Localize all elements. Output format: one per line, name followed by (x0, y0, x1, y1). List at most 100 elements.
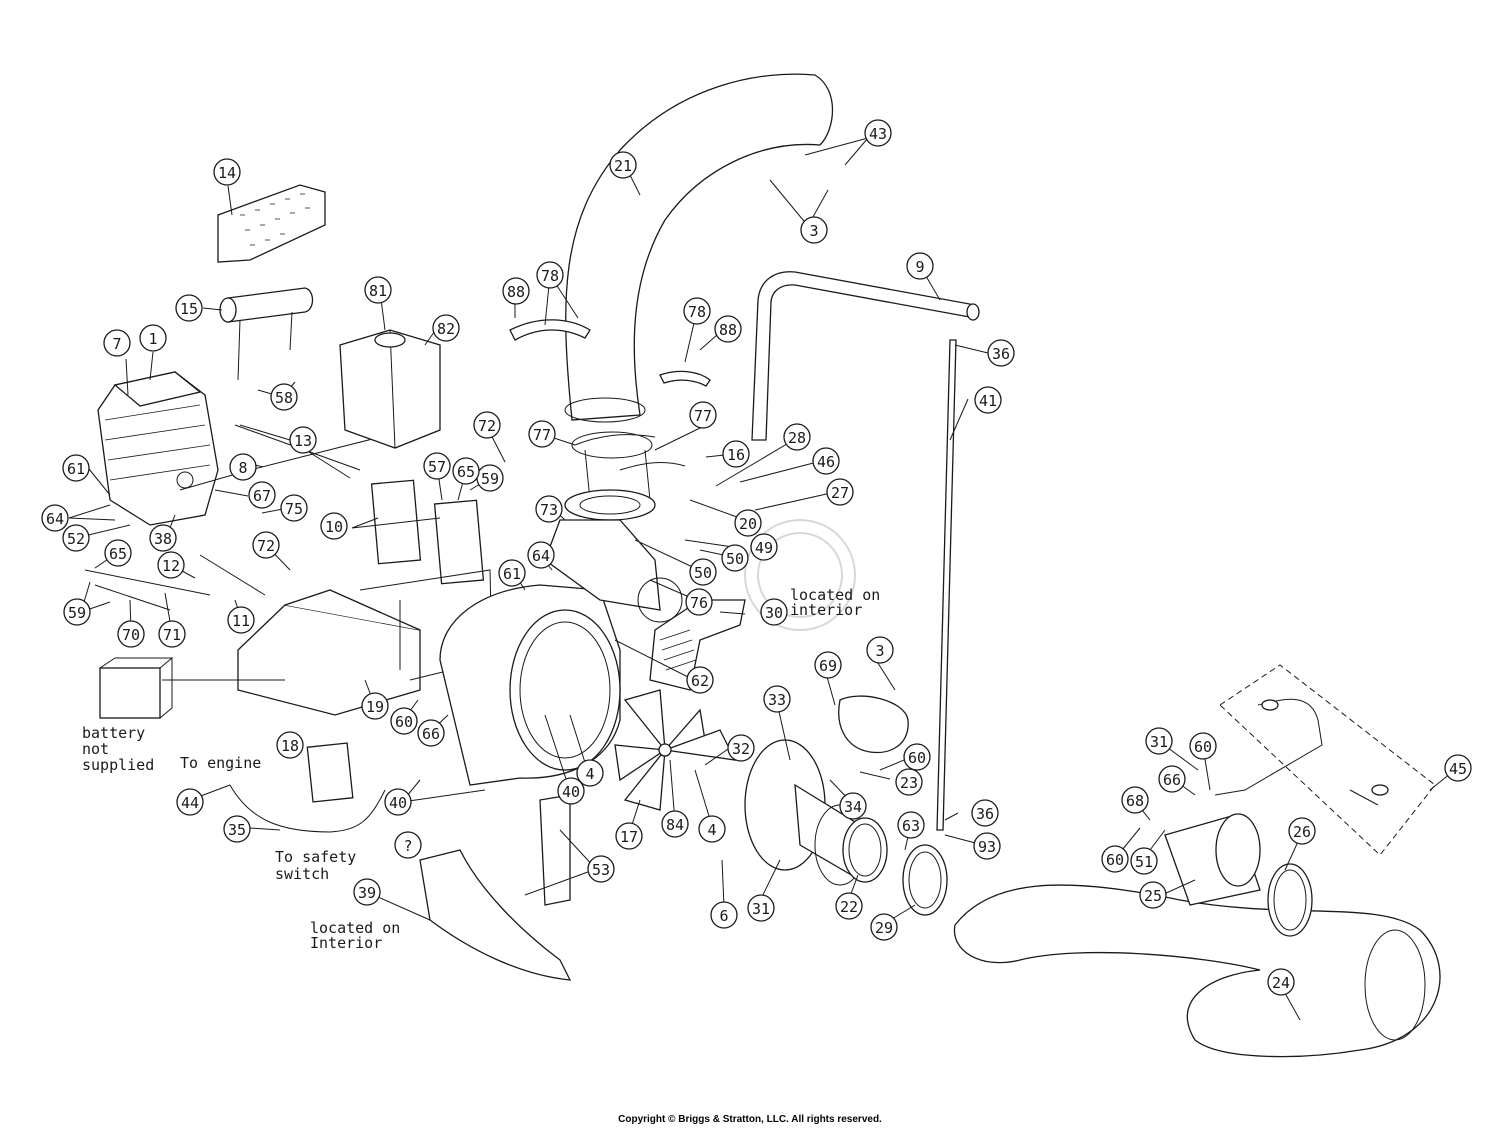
callout-circle (270, 383, 298, 411)
callout-circle (1121, 786, 1149, 814)
callout-circle (104, 539, 132, 567)
callout-53: 53 (587, 855, 615, 883)
note-line: Interior (310, 934, 382, 952)
callout-circle (1130, 847, 1158, 875)
callout-circle (800, 216, 828, 244)
callout-number: 65 (109, 545, 127, 563)
callout-76: 76 (685, 588, 713, 616)
callout-39: 39 (353, 878, 381, 906)
callout-72: 72 (252, 531, 280, 559)
callout-circle (157, 551, 185, 579)
callout-17: 17 (615, 822, 643, 850)
callout-21: 21 (609, 151, 637, 179)
callout-circle (1267, 968, 1295, 996)
callout-4: 4 (576, 759, 604, 787)
callout-3: 3 (866, 636, 894, 664)
callout-number: 64 (46, 510, 64, 528)
callout-number: 77 (694, 407, 712, 425)
callout-number: 28 (788, 429, 806, 447)
callout-75: 75 (280, 494, 308, 522)
callout-61: 61 (498, 559, 526, 587)
callout-number: 45 (1449, 760, 1467, 778)
callout-circle (903, 743, 931, 771)
callout-number: 66 (1163, 771, 1181, 789)
callout-circle (423, 452, 451, 480)
callout-number: 3 (875, 642, 884, 660)
note-battery-not-supplied: battery not supplied (82, 724, 154, 774)
callout-number: 24 (1272, 974, 1290, 992)
callout-circle (906, 252, 934, 280)
callout-circle (41, 504, 69, 532)
callout-number: 84 (666, 816, 684, 834)
callout-number: 82 (437, 320, 455, 338)
callout-number: 27 (831, 484, 849, 502)
callout-52: 52 (62, 524, 90, 552)
callout-number: 34 (844, 798, 862, 816)
callout-number: 30 (765, 604, 783, 622)
callout-number: 3 (809, 222, 818, 240)
callout-14: 14 (213, 158, 241, 186)
callout-46: 46 (812, 447, 840, 475)
callout-number: 36 (992, 345, 1010, 363)
callout-circle (528, 420, 556, 448)
callout-12: 12 (157, 551, 185, 579)
callout-number: 4 (707, 821, 716, 839)
ring-part (842, 817, 948, 916)
callout-82: 82 (432, 314, 460, 342)
callout-number: 41 (979, 392, 997, 410)
callout-number: 31 (1150, 733, 1168, 751)
callout-circle (384, 788, 412, 816)
callout-number: 60 (395, 713, 413, 731)
callout-58: 58 (270, 383, 298, 411)
callout-27: 27 (826, 478, 854, 506)
callout-22: 22 (835, 892, 863, 920)
note-line: interior (790, 601, 862, 619)
callout-33: 33 (763, 685, 791, 713)
callout-circle (252, 531, 280, 559)
callout-61: 61 (62, 454, 90, 482)
callout-circle (727, 734, 755, 762)
cover-part (838, 695, 909, 754)
callout-16: 16 (722, 440, 750, 468)
callout-circle (535, 495, 563, 523)
callout-66: 66 (417, 719, 445, 747)
callout-circle (394, 831, 422, 859)
callout-circle (158, 620, 186, 648)
callout-50: 50 (689, 558, 717, 586)
callout-number: 29 (875, 919, 893, 937)
callout-number: 40 (389, 794, 407, 812)
clamp-half-part (509, 319, 711, 471)
callout-circle (835, 892, 863, 920)
callout-circle (710, 901, 738, 929)
callout-circle (498, 559, 526, 587)
callout-circle (686, 666, 714, 694)
callout-circle (289, 426, 317, 454)
note-to-safety-switch: To safety switch (275, 848, 356, 883)
callout-circle (320, 512, 348, 540)
callout-number: 46 (817, 453, 835, 471)
discharge-hose-part (953, 884, 1441, 1058)
callout-number: 76 (690, 594, 708, 612)
callout-circle (62, 524, 90, 552)
callout-60: 60 (903, 743, 931, 771)
callout-circle (452, 457, 480, 485)
callout-35: 35 (223, 815, 251, 843)
callout-number: 58 (275, 389, 293, 407)
callout-circle (870, 913, 898, 941)
callout-number: 15 (180, 300, 198, 318)
callout-36: 36 (971, 799, 999, 827)
callout-number: 72 (257, 537, 275, 555)
callout-40: 40 (384, 788, 412, 816)
deflector-rod-part (751, 271, 980, 441)
callout-circle (248, 481, 276, 509)
callout-number: 23 (900, 774, 918, 792)
copyright-notice: Copyright © Briggs & Stratton, LLC. All … (618, 1114, 882, 1125)
callout-circle (103, 329, 131, 357)
callout-circle (353, 878, 381, 906)
callout-circle (760, 598, 788, 626)
collar-part (1164, 813, 1313, 937)
callout-66: 66 (1158, 765, 1186, 793)
callout-number: 70 (122, 626, 140, 644)
note-located-on-interior-upper: located on interior (790, 586, 880, 619)
callout-circle (734, 509, 762, 537)
